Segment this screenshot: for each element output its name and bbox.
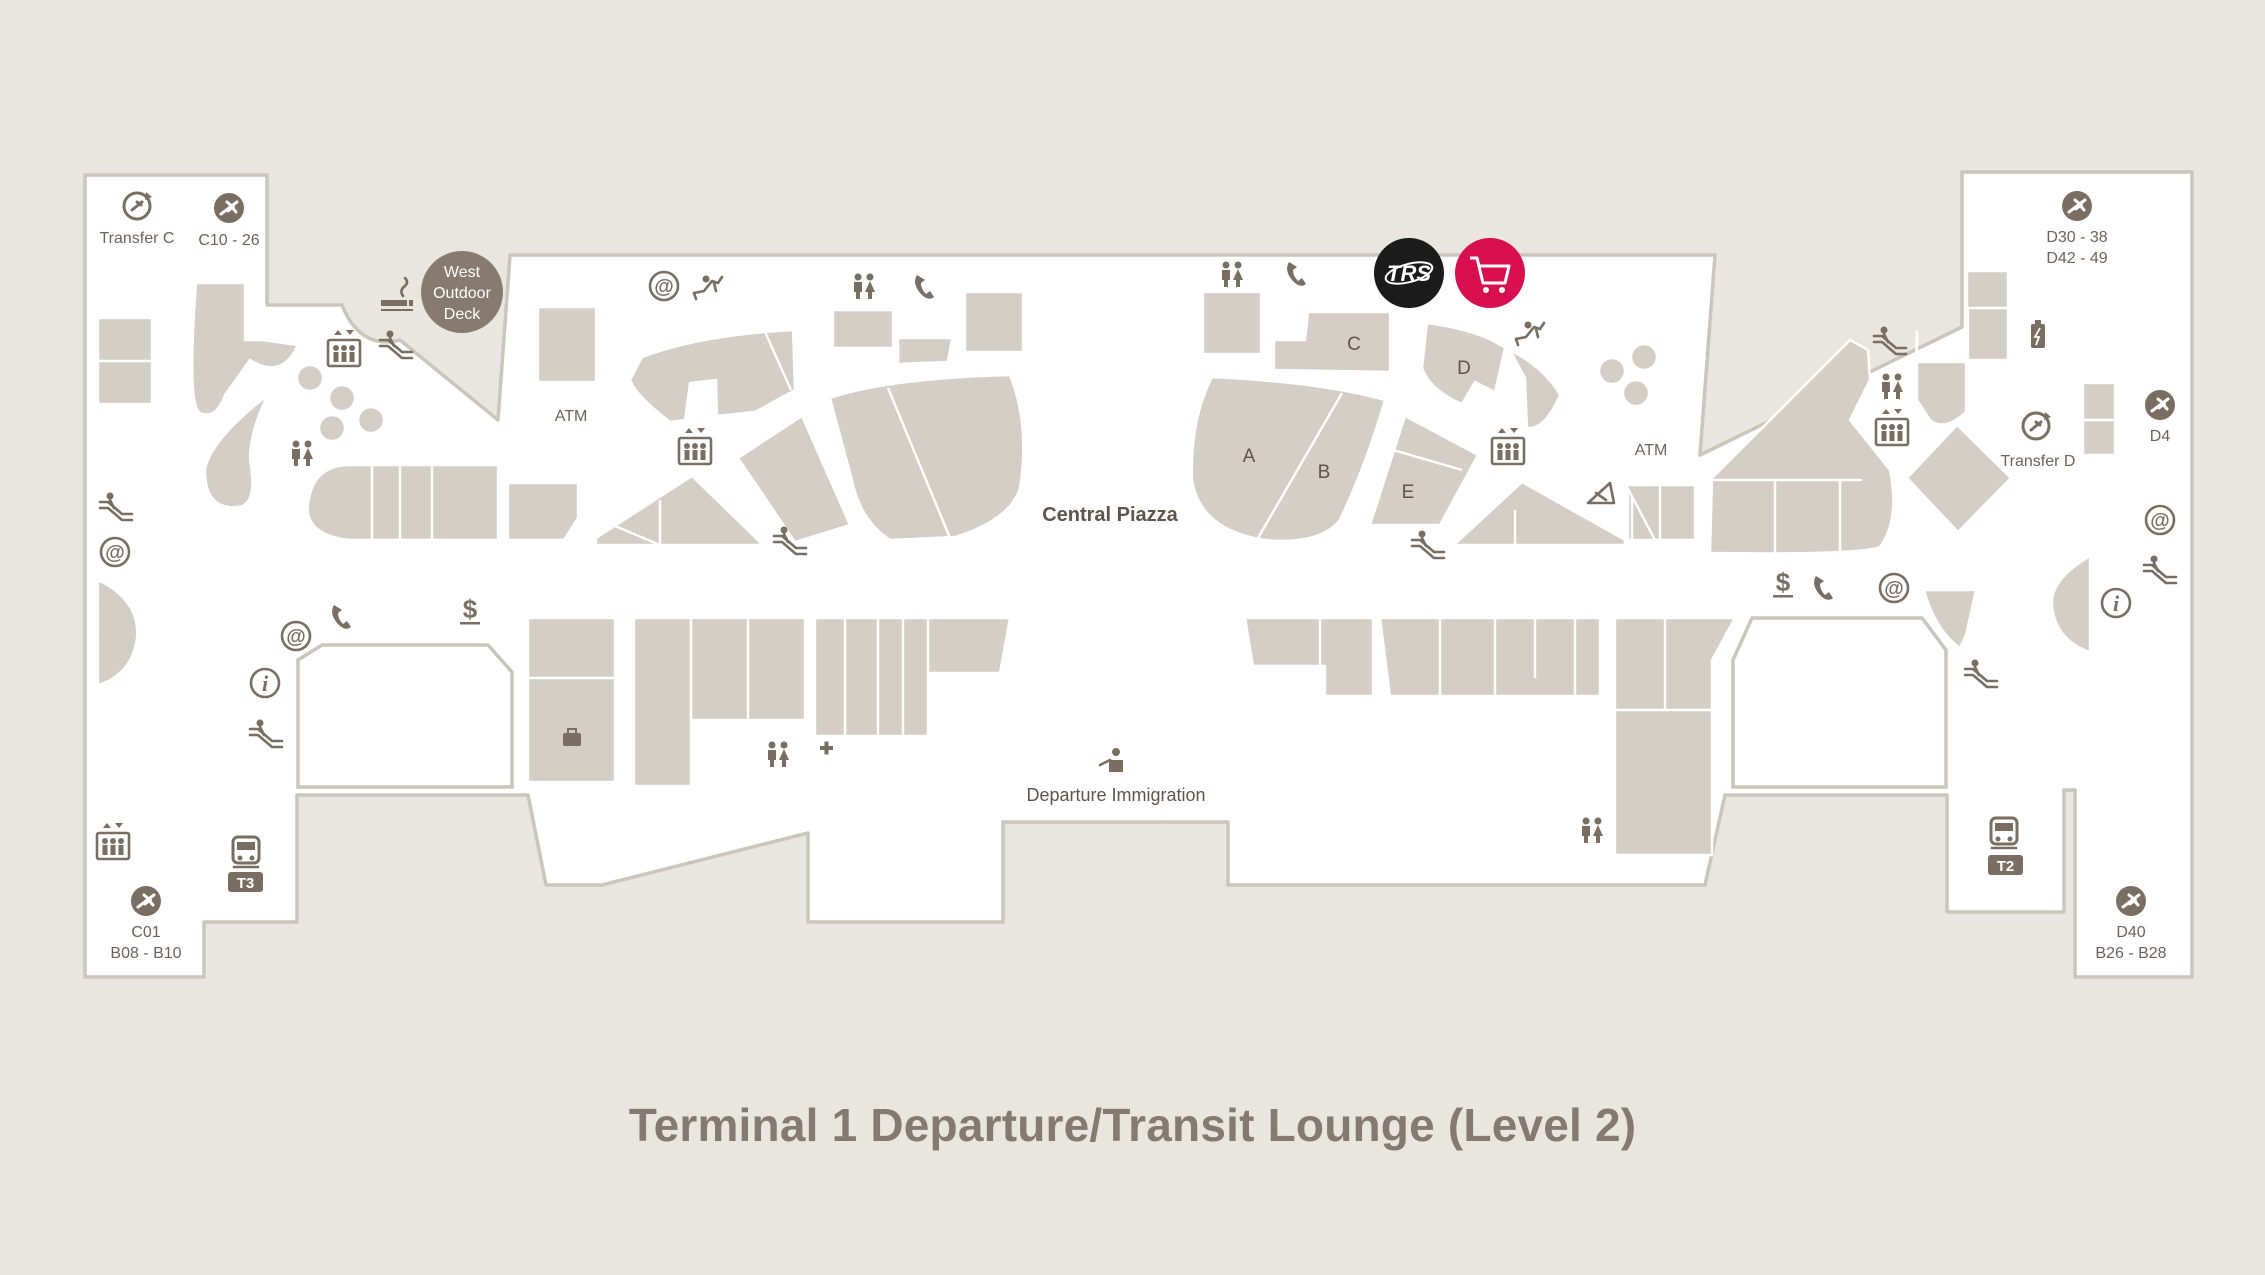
shop-d-label[interactable]: D xyxy=(1457,358,1471,379)
gate-b08-b10-label: B08 - B10 xyxy=(110,945,181,962)
gate-plane-icon xyxy=(2060,189,2094,223)
t2-label: T2 xyxy=(1997,858,2015,875)
west-outdoor-deck-badge[interactable]: West Outdoor Deck xyxy=(421,251,503,333)
shop-blocks-lower xyxy=(526,616,1738,857)
immigration-icon xyxy=(1098,748,1123,772)
gate-plane-icon xyxy=(212,191,246,225)
west-deck-label-1: West xyxy=(444,264,481,281)
atm-right-label: ATM xyxy=(1635,442,1668,459)
shop-e-label[interactable]: E xyxy=(1402,482,1415,503)
shopping-cart-icon[interactable] xyxy=(1455,238,1525,308)
west-deck-label-2: Outdoor xyxy=(433,285,491,302)
money-exchange-icon xyxy=(460,594,480,625)
shop-a-label[interactable]: A xyxy=(1243,446,1256,467)
shop-blocks-left xyxy=(96,281,598,687)
gate-c01-label: C01 xyxy=(131,924,160,941)
map-title: Terminal 1 Departure/Transit Lounge (Lev… xyxy=(628,1099,1637,1151)
gate-plane-icon xyxy=(129,884,163,918)
gate-d42-49-label: D42 - 49 xyxy=(2046,250,2107,267)
gate-c10-26-label: C10 - 26 xyxy=(198,232,259,249)
shop-blocks-center-right xyxy=(1190,290,1697,547)
shop-b-label[interactable]: B xyxy=(1318,462,1331,483)
holdroom-right xyxy=(1731,616,1948,789)
skytrain-t3-tag: T3 xyxy=(228,872,263,892)
gate-d40-label: D40 xyxy=(2116,924,2145,941)
art-icon xyxy=(1586,481,1616,505)
charging-icon xyxy=(2031,320,2045,348)
luggage-icon xyxy=(563,728,581,746)
smoking-icon xyxy=(379,276,415,313)
skytrain-t2-tag: T2 xyxy=(1988,855,2023,875)
transfer-d-label: Transfer D xyxy=(2001,453,2076,470)
gate-plane-icon xyxy=(2114,884,2148,918)
first-aid-icon xyxy=(820,741,833,755)
shop-c-label[interactable]: C xyxy=(1347,334,1361,355)
trs-icon[interactable]: TRS xyxy=(1374,238,1444,308)
central-piazza-label: Central Piazza xyxy=(1042,504,1178,526)
atm-left-label: ATM xyxy=(555,408,588,425)
holdroom-left xyxy=(296,643,514,789)
departure-immigration-label: Departure Immigration xyxy=(1026,785,1205,805)
shop-blocks-center-left xyxy=(594,290,1025,547)
gate-d4-label: D4 xyxy=(2150,428,2171,445)
shop-blocks-right xyxy=(1708,269,2117,654)
gate-plane-icon xyxy=(2143,388,2177,422)
money-exchange-icon xyxy=(1773,567,1793,598)
gate-b26-b28-label: B26 - B28 xyxy=(2095,945,2166,962)
trs-label: TRS xyxy=(1387,261,1431,286)
escalator-icon xyxy=(1872,325,1908,356)
transfer-c-label: Transfer C xyxy=(100,230,175,247)
gate-d30-38-label: D30 - 38 xyxy=(2046,229,2107,246)
west-deck-label-3: Deck xyxy=(444,306,481,323)
t3-label: T3 xyxy=(237,875,255,892)
